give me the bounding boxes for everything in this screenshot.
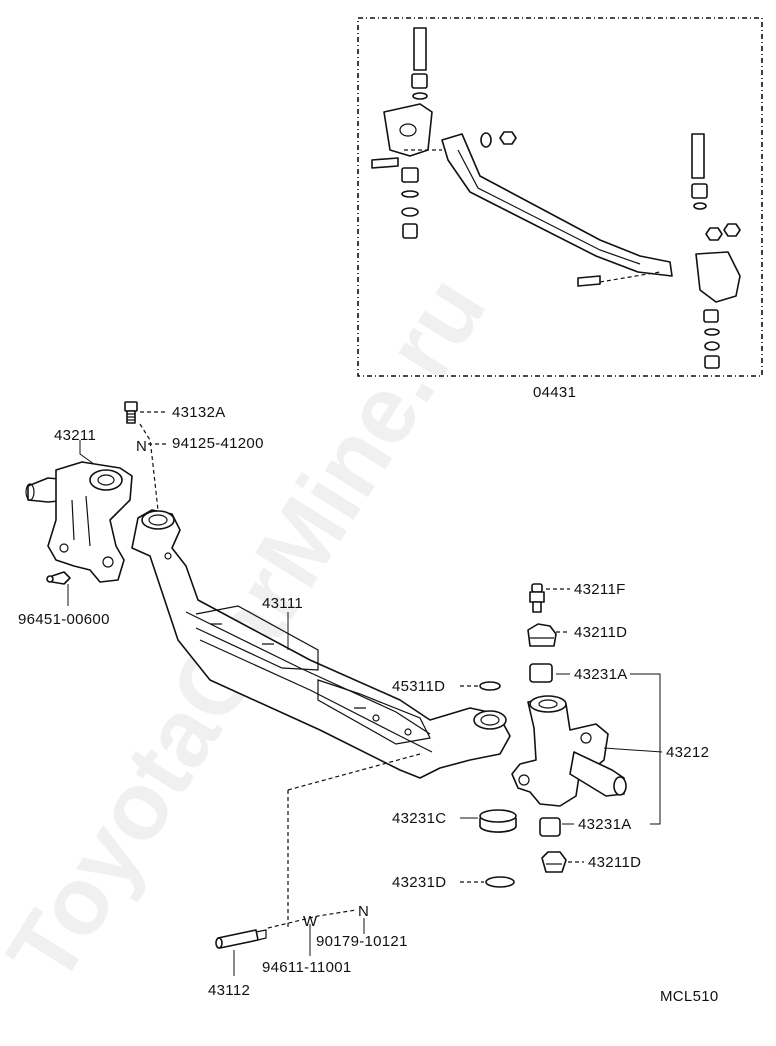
label-96451-00600: 96451-00600 bbox=[18, 611, 110, 628]
cap-43211D-top bbox=[527, 623, 557, 647]
label-43231C: 43231C bbox=[392, 810, 446, 827]
king-pin-43112 bbox=[215, 929, 267, 949]
label-43231D: 43231D bbox=[392, 874, 446, 891]
inset-label: 04431 bbox=[533, 384, 576, 401]
label-94611-11001: 94611-11001 bbox=[262, 959, 352, 976]
diagram-code: MCL510 bbox=[660, 988, 719, 1005]
label-45311D: 45311D bbox=[392, 678, 445, 695]
label-43132A: 43132A bbox=[172, 404, 226, 421]
inset-box: 04431 bbox=[357, 17, 763, 401]
label-43211F: 43211F bbox=[574, 581, 626, 598]
leader-lines bbox=[67, 411, 663, 976]
label-43211: 43211 bbox=[54, 427, 96, 444]
inset-beam bbox=[441, 133, 673, 277]
label-43231A-bottom: 43231A bbox=[578, 816, 632, 833]
inset-knuckle-right bbox=[695, 251, 741, 303]
steering-knuckle-right bbox=[511, 695, 627, 807]
cap-43211D-bottom bbox=[541, 851, 567, 873]
axle-beam-right-eye bbox=[473, 710, 507, 730]
grease-fitting-96451 bbox=[46, 571, 71, 585]
seal-43231C bbox=[479, 809, 517, 833]
label-43231A-top: 43231A bbox=[574, 666, 628, 683]
nut-marker-top: N bbox=[136, 438, 147, 455]
grease-fitting-43211F bbox=[529, 583, 545, 613]
bolt-43132A bbox=[124, 401, 138, 424]
shim-43231D bbox=[485, 876, 515, 888]
label-43212: 43212 bbox=[666, 744, 709, 761]
inset-knuckle-left bbox=[383, 103, 433, 157]
label-43112: 43112 bbox=[208, 982, 250, 999]
part-labels: 43132A 94125-41200 43211 96451-00600 431… bbox=[18, 404, 719, 1005]
inset-kingpin-right bbox=[691, 133, 705, 179]
label-90179-10121: 90179-10121 bbox=[316, 933, 408, 950]
bushing-43231A-bottom bbox=[539, 817, 561, 837]
washer-marker: W bbox=[303, 913, 318, 930]
label-43111: 43111 bbox=[262, 595, 303, 612]
steering-knuckle-left bbox=[25, 461, 133, 583]
inset-kingpin-left bbox=[413, 27, 427, 71]
nut-marker-bottom: N bbox=[358, 903, 369, 920]
axle-beam-left-eye bbox=[141, 510, 175, 530]
o-ring-45311D bbox=[479, 681, 501, 691]
label-94125-41200: 94125-41200 bbox=[172, 435, 264, 452]
label-43211D-bottom: 43211D bbox=[588, 854, 641, 871]
label-43211D-top: 43211D bbox=[574, 624, 627, 641]
front-axle-beam bbox=[131, 509, 511, 779]
bushing-43231A-top bbox=[529, 663, 553, 683]
